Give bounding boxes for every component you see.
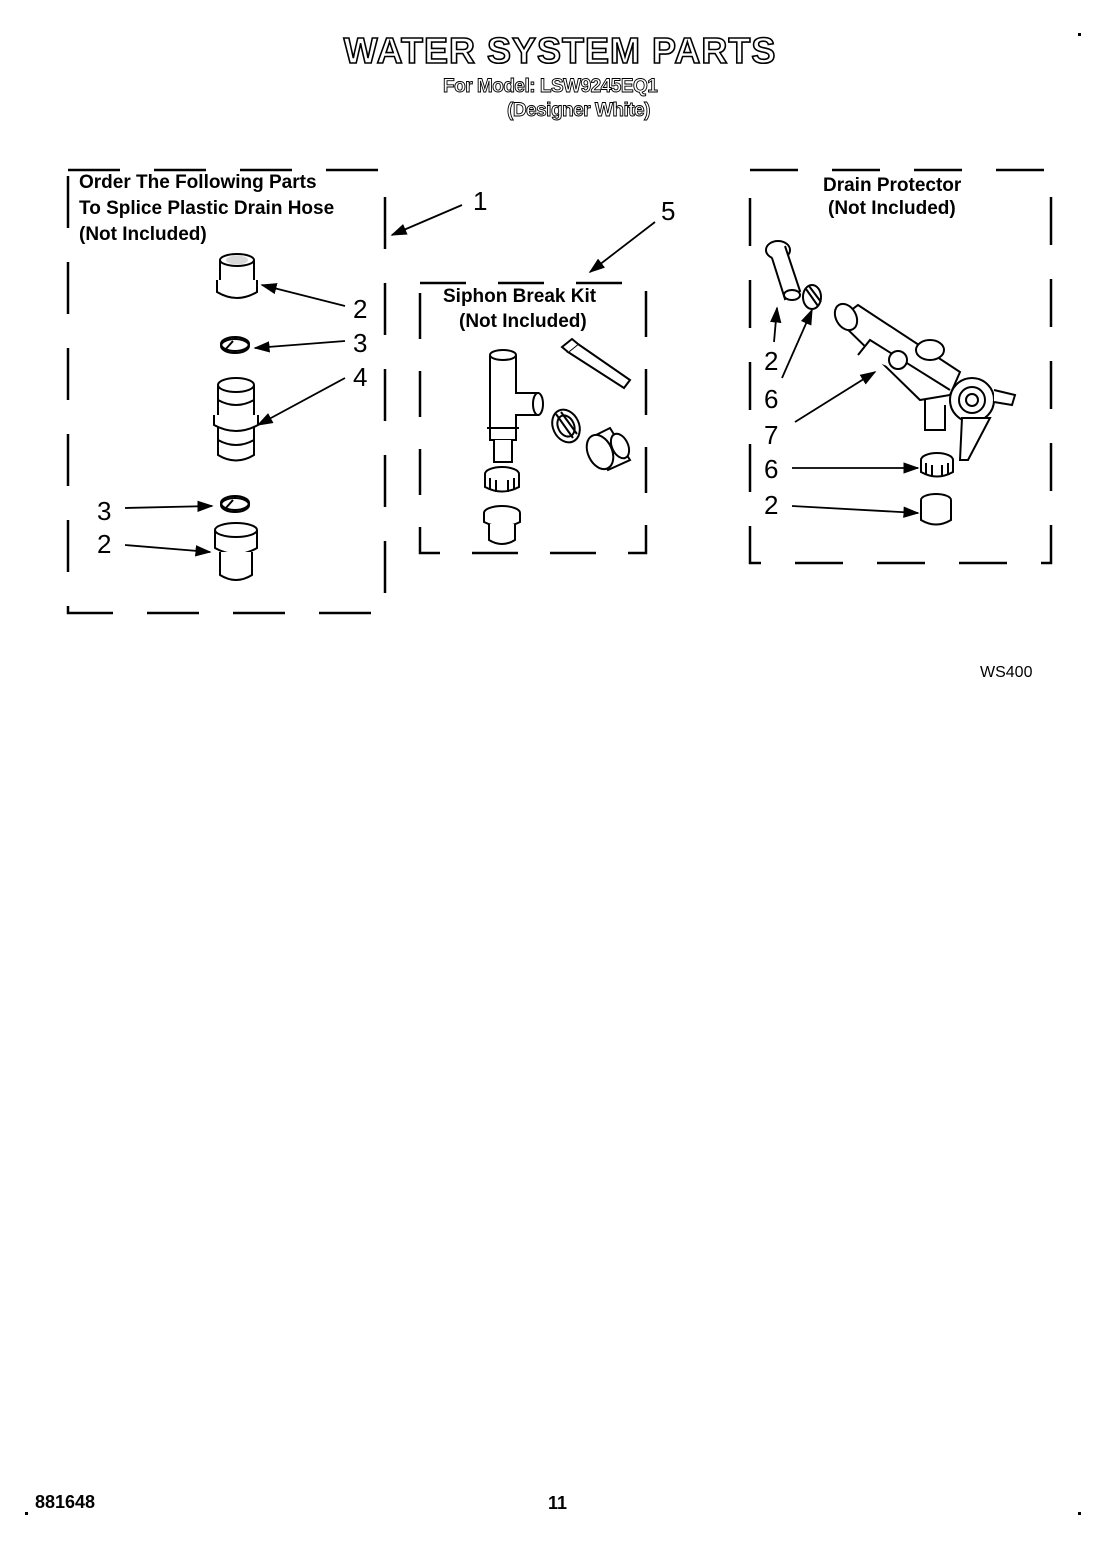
callout-4: 4 bbox=[353, 362, 368, 392]
splice-box-title-1: Order The Following Parts bbox=[79, 172, 317, 193]
callout-7: 7 bbox=[764, 420, 779, 450]
splice-parts-box bbox=[66, 168, 387, 615]
drain-box-title-2: (Not Included) bbox=[828, 198, 956, 219]
clamp-ring-bottom bbox=[220, 495, 250, 513]
doc-number: 881648 bbox=[35, 1492, 96, 1512]
siphon-ring-bottom bbox=[484, 466, 520, 493]
callout-1: 1 bbox=[473, 186, 488, 216]
callout-2: 2 bbox=[353, 294, 368, 324]
callout-6: 6 bbox=[764, 384, 779, 414]
siphon-break-kit-box bbox=[418, 281, 648, 555]
callout-3: 3 bbox=[97, 496, 112, 526]
drain-protector-body bbox=[833, 302, 1017, 461]
hose-connector bbox=[213, 377, 259, 462]
callout-2: 2 bbox=[764, 490, 779, 520]
drain-coupling-top bbox=[765, 240, 802, 301]
siphon-box-title-2: (Not Included) bbox=[459, 311, 587, 332]
drain-ring-bottom bbox=[920, 452, 954, 478]
siphon-coupling-bottom bbox=[483, 505, 521, 545]
drain-box-title-1: Drain Protector bbox=[823, 175, 962, 196]
splice-box-title-2: To Splice Plastic Drain Hose bbox=[79, 198, 335, 219]
color-line: (Designer White) bbox=[507, 100, 651, 122]
cable-tie bbox=[560, 337, 632, 390]
siphon-coupling-right bbox=[585, 426, 632, 472]
drain-ring-top bbox=[802, 284, 822, 310]
clamp-ring-top bbox=[220, 336, 250, 354]
page-number: 11 bbox=[548, 1493, 568, 1513]
siphon-box-title-1: Siphon Break Kit bbox=[443, 286, 597, 307]
siphon-tee bbox=[487, 349, 544, 463]
siphon-ring-right bbox=[551, 408, 581, 444]
callout-2: 2 bbox=[764, 346, 779, 376]
drain-coupling-bottom bbox=[920, 493, 952, 526]
drain-protector-box bbox=[748, 168, 1053, 565]
callout-2: 2 bbox=[97, 529, 112, 559]
page-title: WATER SYSTEM PARTS bbox=[343, 29, 777, 72]
hose-coupling-top bbox=[216, 253, 258, 299]
callout-6: 6 bbox=[764, 454, 779, 484]
callout-3: 3 bbox=[353, 328, 368, 358]
callout-5: 5 bbox=[661, 196, 676, 226]
hose-coupling-bottom bbox=[214, 522, 258, 581]
illustration-code: WS400 bbox=[980, 664, 1033, 681]
model-line: For Model: LSW9245EQ1 bbox=[443, 76, 659, 98]
splice-box-title-3: (Not Included) bbox=[79, 224, 207, 245]
